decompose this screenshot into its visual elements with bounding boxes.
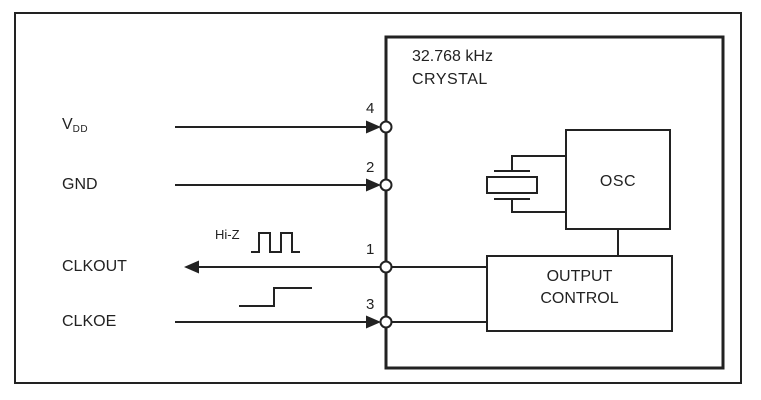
crystal-bottom-wire [511, 199, 566, 213]
clkout-arrowhead [184, 260, 199, 274]
osc-label: OSC [599, 173, 637, 190]
pin-pad-2 [379, 178, 393, 192]
output-control-box [486, 255, 673, 332]
clkoe-label: CLKOE [62, 313, 117, 330]
vdd-arrowhead [366, 120, 381, 134]
vdd-label: VDD [62, 116, 88, 139]
pin-number-3: 3 [366, 296, 375, 313]
chip-title-line2: CRYSTAL [412, 71, 488, 88]
clkoe-step-waveform-icon [239, 287, 312, 307]
outer-frame [14, 12, 742, 384]
pin-number-1: 1 [366, 241, 375, 258]
clkoe-arrowhead [366, 315, 381, 329]
output-control-label-line2: CONTROL [540, 290, 619, 307]
hiz-annotation: Hi-Z [215, 227, 240, 242]
pin-number-2: 2 [366, 159, 375, 176]
clkout-waveform-icon [251, 232, 300, 253]
pin-number-4: 4 [366, 100, 375, 117]
pin-pad-3 [379, 315, 393, 329]
osc-box [565, 129, 671, 230]
chip-title-line1: 32.768 kHz [412, 48, 493, 65]
chip-outline [384, 35, 725, 370]
output-control-label-line1: OUTPUT [546, 268, 613, 285]
gnd-arrowhead [366, 178, 381, 192]
wire-group [175, 35, 725, 370]
pin-pad-4 [379, 120, 393, 134]
vdd-label-subscript: DD [72, 124, 89, 135]
pin-pad-1 [379, 260, 393, 274]
crystal-body [486, 176, 538, 194]
crystal-top-wire [511, 155, 566, 171]
vdd-label-base: V [62, 116, 73, 133]
clkout-label: CLKOUT [62, 258, 127, 275]
gnd-label: GND [62, 176, 98, 193]
